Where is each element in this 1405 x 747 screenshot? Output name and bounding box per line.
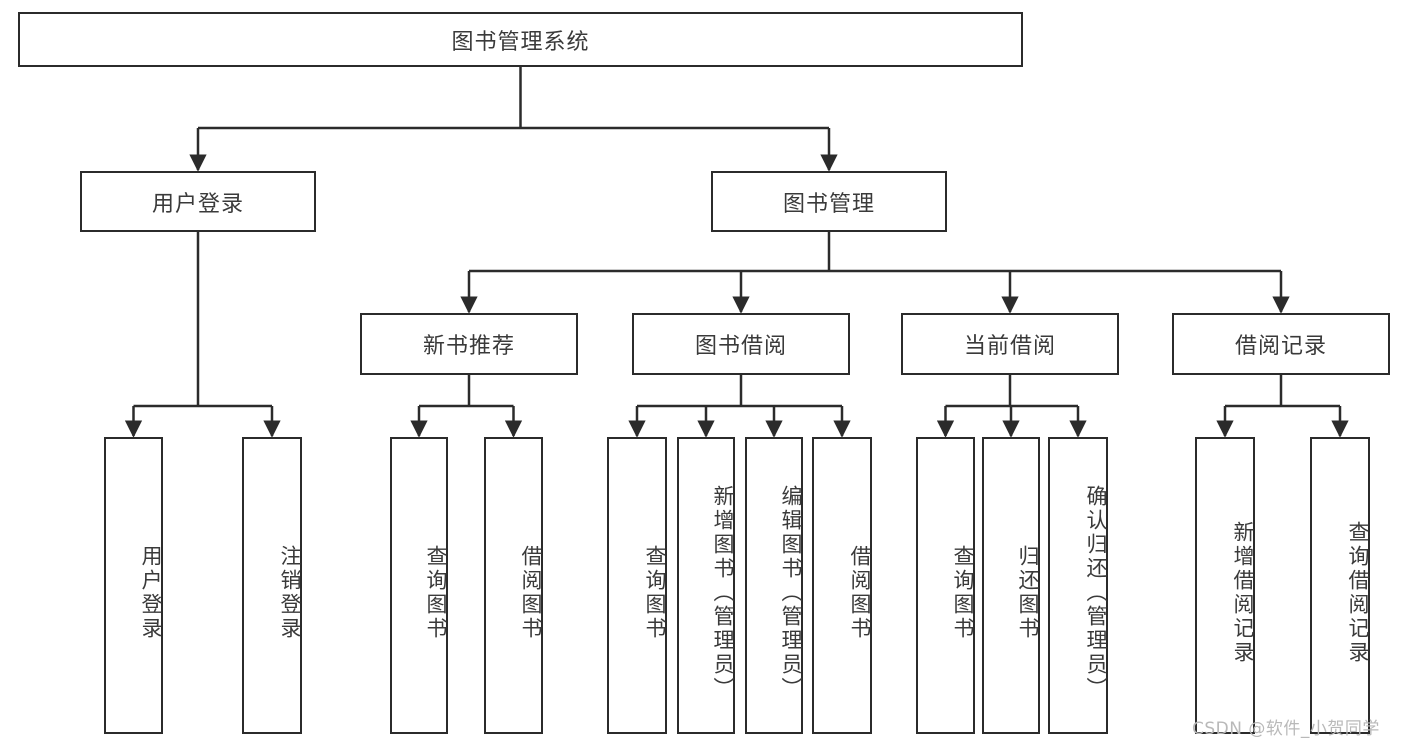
node-label: 查询图书: [424, 544, 448, 641]
node-leaf-user-login[interactable]: 用户登录: [104, 437, 163, 734]
node-label: 查询图书: [951, 544, 975, 641]
node-borrow-record[interactable]: 借阅记录: [1172, 313, 1390, 375]
node-label: 查询图书: [643, 544, 667, 641]
node-leaf-rec-query[interactable]: 查询图书: [390, 437, 448, 734]
node-leaf-cb-return[interactable]: 归还图书: [982, 437, 1040, 734]
node-label: 用户登录: [151, 191, 244, 217]
node-label: 新增借阅记录: [1231, 520, 1255, 665]
node-label: 注销登录: [278, 544, 302, 641]
node-user-login[interactable]: 用户登录: [80, 171, 316, 232]
node-leaf-bb-borrow[interactable]: 借阅图书: [812, 437, 872, 734]
node-book-borrow[interactable]: 图书借阅: [632, 313, 850, 375]
node-label: 借阅图书: [519, 544, 543, 641]
node-label: 图书借阅: [694, 334, 787, 359]
node-label: 借阅图书: [848, 544, 872, 641]
node-label: 图书管理: [782, 191, 875, 217]
node-book-manage[interactable]: 图书管理: [711, 171, 947, 232]
node-current-borrow[interactable]: 当前借阅: [901, 313, 1119, 375]
node-new-book-rec[interactable]: 新书推荐: [360, 313, 578, 375]
node-label: 归还图书: [1016, 544, 1040, 641]
node-leaf-bb-query[interactable]: 查询图书: [607, 437, 667, 734]
node-label: 新书推荐: [422, 334, 515, 359]
node-leaf-rec-borrow[interactable]: 借阅图书: [484, 437, 543, 734]
node-leaf-bb-add[interactable]: 新增图书（管理员）: [677, 437, 735, 734]
node-label: 确认归还（管理员）: [1084, 484, 1108, 701]
node-leaf-bb-edit[interactable]: 编辑图书（管理员）: [745, 437, 803, 734]
node-label: 新增图书（管理员）: [711, 484, 735, 701]
node-leaf-br-add[interactable]: 新增借阅记录: [1195, 437, 1255, 734]
node-root[interactable]: 图书管理系统: [18, 12, 1023, 67]
node-label: 图书管理系统: [451, 29, 590, 55]
node-label: 当前借阅: [963, 334, 1056, 359]
csdn-watermark: CSDN @软件_小贺同学: [1192, 719, 1380, 739]
node-leaf-cb-query[interactable]: 查询图书: [916, 437, 975, 734]
node-label: 用户登录: [139, 544, 163, 641]
node-label: 借阅记录: [1234, 334, 1327, 359]
node-label: 编辑图书（管理员）: [779, 484, 803, 701]
node-leaf-logout[interactable]: 注销登录: [242, 437, 302, 734]
node-leaf-br-query[interactable]: 查询借阅记录: [1310, 437, 1370, 734]
node-leaf-cb-confirm[interactable]: 确认归还（管理员）: [1048, 437, 1108, 734]
node-label: 查询借阅记录: [1346, 520, 1370, 665]
